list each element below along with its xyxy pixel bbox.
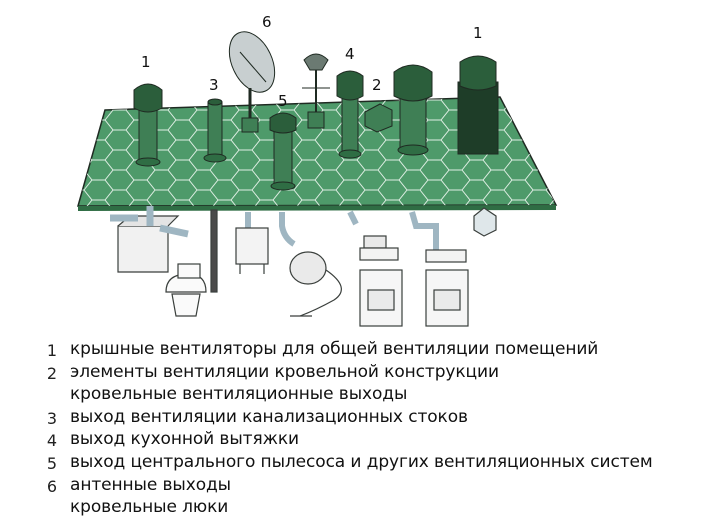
legend-text: выход центрального пылесоса и других вен… bbox=[70, 451, 653, 472]
callout-3: 3 bbox=[209, 76, 219, 94]
legend-text: выход вентиляции канализационных стоков bbox=[70, 406, 468, 427]
legend-text: выход кухонной вытяжки bbox=[70, 429, 299, 450]
legend: 1 крышные вентиляторы для общей вентиляц… bbox=[44, 338, 719, 519]
legend-number: 6 bbox=[46, 476, 58, 496]
legend-text: кровельные люки bbox=[70, 497, 229, 518]
roof-fan-small bbox=[133, 83, 163, 167]
legend-text: крышные вентиляторы для общей вентиляции… bbox=[70, 339, 599, 359]
vacuum-vent-pipe bbox=[269, 112, 297, 191]
roof-structure-vent bbox=[364, 103, 393, 133]
callout-1-right: 1 bbox=[473, 24, 483, 42]
legend-item: 3 выход вентиляции канализационных стоко… bbox=[44, 406, 719, 429]
legend-text: элементы вентиляции кровельной конструкц… bbox=[70, 361, 499, 382]
antenna-dish bbox=[228, 31, 276, 133]
legend-number: 1 bbox=[46, 341, 58, 360]
legend-item: 6 антенные выходы bbox=[44, 474, 719, 497]
roof-panel bbox=[77, 96, 558, 211]
callout-5: 5 bbox=[278, 92, 288, 110]
callout-2: 2 bbox=[372, 76, 382, 94]
sewer-vent-pipe bbox=[203, 98, 227, 163]
kitchen-vent-pipe bbox=[336, 70, 364, 159]
legend-number: 5 bbox=[46, 453, 58, 473]
callout-6: 6 bbox=[262, 13, 272, 31]
weather-vane bbox=[302, 53, 330, 129]
callout-4: 4 bbox=[345, 45, 355, 63]
callout-1-left: 1 bbox=[141, 53, 151, 71]
legend-item: кровельные вентиляционные выходы bbox=[44, 383, 719, 406]
under-roof-equipment bbox=[110, 206, 497, 327]
roof-fan-medium bbox=[393, 64, 433, 156]
legend-item: 4 выход кухонной вытяжки bbox=[44, 428, 719, 451]
roof-ventilation-illustration: 1 3 6 5 4 2 1 bbox=[77, 13, 558, 327]
legend-number: 2 bbox=[46, 363, 58, 383]
roof-fan-large bbox=[457, 55, 499, 155]
legend-item: 5 выход центрального пылесоса и других в… bbox=[44, 451, 719, 474]
legend-item: 2 элементы вентиляции кровельной констру… bbox=[44, 361, 719, 384]
legend-item: 1 крышные вентиляторы для общей вентиляц… bbox=[44, 338, 719, 361]
legend-text: кровельные вентиляционные выходы bbox=[70, 384, 408, 405]
legend-number: 4 bbox=[46, 431, 58, 451]
legend-text: антенные выходы bbox=[70, 474, 231, 495]
legend-item: кровельные люки bbox=[44, 496, 719, 519]
legend-number: 3 bbox=[46, 408, 58, 428]
